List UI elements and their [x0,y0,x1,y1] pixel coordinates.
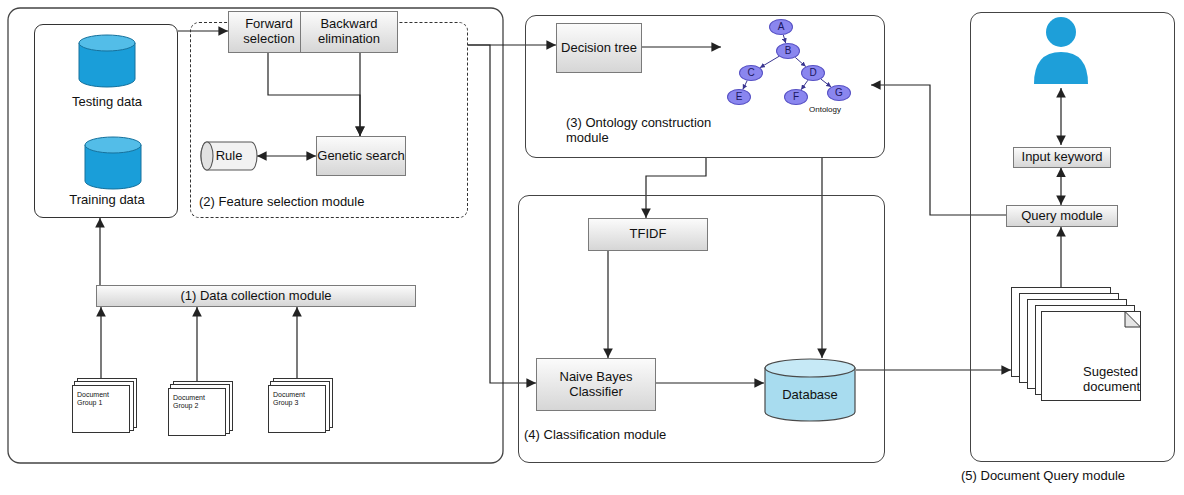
module-panel: (5) Document Query moduleInput keywordQu… [970,12,1175,462]
node-label: (2) Feature selection module [199,195,461,210]
module-group: (2) Feature selection moduleForward sele… [190,22,468,218]
box-label: TFIDF [630,227,667,242]
box-label: (1) Data collection module [180,289,331,304]
concept-node: D [801,65,825,81]
box-label: B [785,45,792,57]
flow-arrow [359,53,360,136]
box-label: Query module [1021,209,1103,224]
tree-link [795,57,806,66]
node-label: Document Group 2 [173,394,221,410]
flow-arrow [196,307,197,388]
module-bar: (1) Data collection module [96,285,416,307]
node-label: Sugested document [1083,365,1141,395]
box-label: Rule [216,149,243,164]
flow-arrow [656,382,764,383]
process-box: Naive Bayes Classifier [536,358,656,411]
database-icon-top [79,35,135,51]
cylinder-end [201,142,213,170]
node-label: (5) Document Query module [961,469,1181,484]
box-label: Naive Bayes Classifier [537,370,655,400]
tree-link [743,81,747,90]
flow-arrow [871,85,1006,215]
database-icon-top [85,137,141,153]
user-head [1046,17,1076,47]
process-box: Genetic search [316,136,406,176]
flow-arrow [1060,227,1061,287]
flow-arrow [296,307,297,385]
flow-arrow [607,251,608,358]
concept-node: F [784,89,808,105]
page-fold [1125,312,1141,328]
document-stack: Document Group 1 [72,385,130,433]
process-box: Forward selection [228,11,310,53]
user-icon [1034,17,1088,84]
flow-arrow [646,158,706,218]
concept-node: G [827,85,851,101]
process-box: Backward elimination [300,11,398,53]
box-label: F [793,91,799,103]
box-label: Forward selection [229,17,309,47]
tree-link [783,35,785,43]
document-stack: Document Group 3 [268,385,326,433]
concept-node: E [727,89,751,105]
node-label: (4) Classification module [524,428,744,443]
concept-node: B [776,43,800,59]
concept-node: C [739,65,763,81]
box-label: Database [782,388,838,403]
node-label: Ontology [809,105,859,114]
node-label: Document Group 1 [77,391,125,407]
box-label: Input keyword [1022,150,1103,165]
shape-outline [35,25,179,219]
node-label: Training data [43,193,171,208]
flow-arrow [257,155,316,156]
tree-link [760,56,779,67]
rule-store: Rule [201,141,257,171]
module-panel: (3) Ontology construction module Decision… [525,15,885,158]
tree-link [801,80,808,90]
flow-arrow [99,218,100,285]
input-box: Input keyword [1013,147,1111,168]
flow-arrow [268,53,360,136]
page-sheet [1042,312,1141,401]
process-box: Decision tree [556,23,642,73]
concept-node: A [769,19,793,35]
database-cylinder: Database [764,358,856,422]
flow-arrow [642,46,721,47]
box-label: Genetic search [317,149,404,164]
document-stack: Sugested document [1011,287,1141,401]
box-label: Decision tree [561,41,637,56]
cylinder-top [765,359,855,377]
flow-arrow [178,30,228,31]
box-label: D [809,67,816,79]
module-panel [8,8,503,463]
box-label: E [736,91,743,103]
cylinder-body [201,142,257,170]
tree-link [821,79,831,87]
flow-arrow [821,158,822,358]
ontology-figure: Ontology AB C D E F G [721,17,871,117]
user-link [1060,88,1061,145]
flow-arrow [1060,168,1061,206]
node-label: Testing data [43,95,171,110]
node-label: (3) Ontology construction module [566,116,726,146]
document-stack: Document Group 2 [168,388,226,436]
user-body [1034,52,1088,84]
box-label: C [747,67,754,79]
node-label: Document Group 3 [273,391,321,407]
box-label: Backward elimination [301,17,397,47]
flow-arrow [100,307,101,385]
box-label: A [778,21,785,33]
process-box: TFIDF [588,218,708,251]
process-box: Query module [1006,205,1118,227]
flow-arrow [856,369,1011,370]
data-store-box: Testing dataTraining data [34,24,178,218]
box-label: G [835,87,843,99]
module-panel: (4) Classification module TFIDF Naive Baye… [518,195,885,463]
